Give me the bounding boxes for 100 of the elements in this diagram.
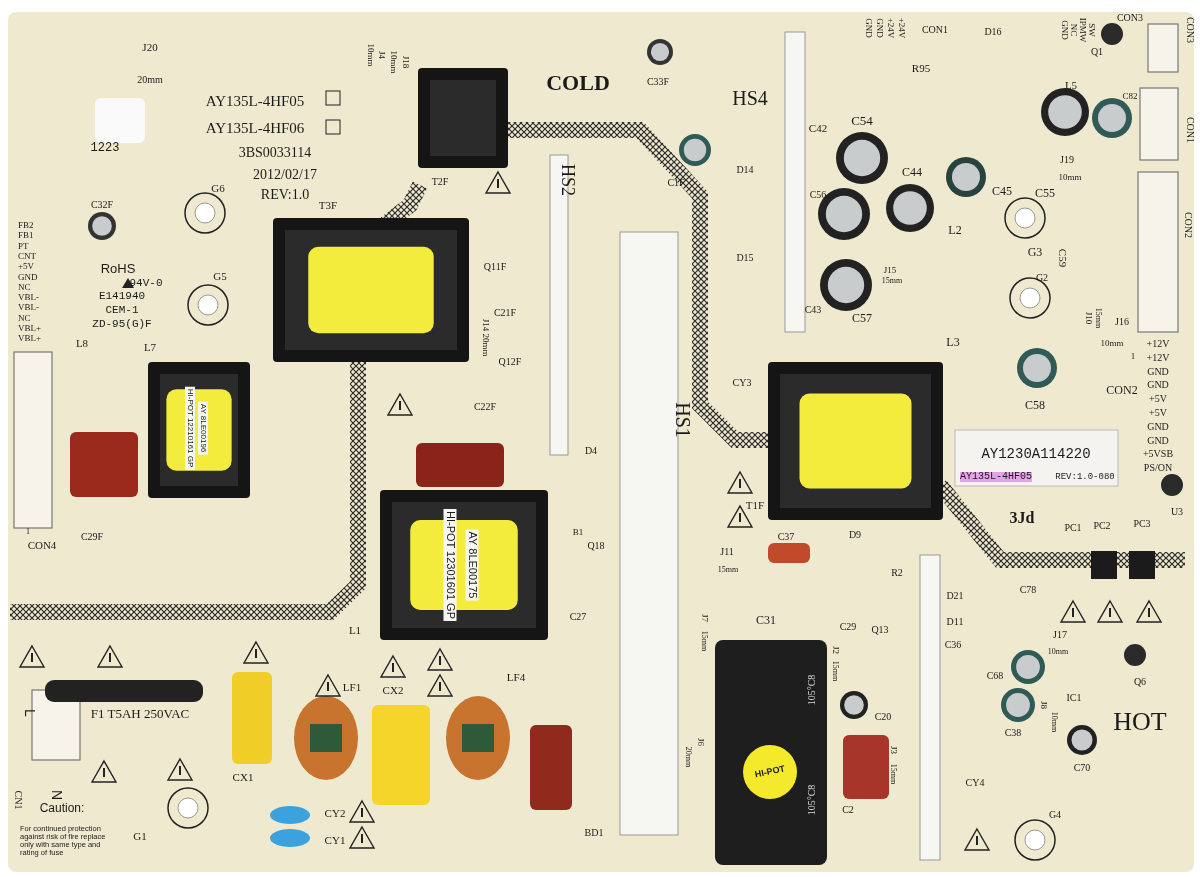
component-label: C33F bbox=[646, 77, 670, 87]
dimension-text: 10mm bbox=[1047, 648, 1069, 656]
pin-label: NC bbox=[1068, 23, 1078, 37]
zone-label: HOT bbox=[1113, 709, 1167, 735]
component-label: L5 bbox=[1064, 79, 1078, 91]
component-label: C59 bbox=[1056, 248, 1068, 268]
dimension-text: 15mm bbox=[717, 566, 739, 574]
part-label: AY 8LE00196 bbox=[198, 401, 208, 455]
component-label: G2 bbox=[1035, 273, 1049, 283]
pin-label: +12V bbox=[1146, 352, 1170, 363]
jumper-label: J8 bbox=[1038, 701, 1048, 709]
pin-number: 1 bbox=[1130, 351, 1136, 361]
jumper-label: J7 bbox=[699, 614, 709, 622]
sleeve-text: 105°C8 bbox=[807, 674, 817, 706]
component-label: C42 bbox=[808, 122, 828, 134]
component-label: B1 bbox=[572, 527, 584, 537]
pin-label: GND bbox=[1059, 20, 1069, 40]
caution-heading: Caution: bbox=[39, 802, 85, 814]
marking-text: E141940 bbox=[98, 290, 146, 302]
component-label: D9 bbox=[848, 530, 862, 540]
component-label: BD1 bbox=[584, 828, 604, 838]
pin-label: GND bbox=[1147, 366, 1169, 377]
component-label: C21F bbox=[493, 308, 517, 318]
component-label: T2F bbox=[431, 177, 449, 187]
date-text: 2012/02/17 bbox=[253, 168, 317, 182]
component-label: C32F bbox=[90, 200, 114, 210]
pin-label: VBL- bbox=[18, 293, 39, 303]
component-label: C22F bbox=[473, 402, 497, 412]
component-label: C56 bbox=[809, 190, 827, 200]
jumper-label: J11 bbox=[720, 547, 734, 557]
pin-label: GND bbox=[18, 272, 38, 282]
component-label: C2 bbox=[842, 805, 854, 815]
component-label: PC1 bbox=[1064, 523, 1082, 533]
dimension-text: 10mm bbox=[1050, 711, 1058, 733]
component-label: C43 bbox=[804, 305, 822, 315]
component-label: LF4 bbox=[506, 671, 526, 683]
marking-text: 94V-0 bbox=[129, 277, 163, 289]
connector-label: CON3 bbox=[1185, 16, 1194, 44]
component-label: L2 bbox=[948, 224, 962, 236]
component-label: D15 bbox=[736, 253, 754, 263]
component-label: C70 bbox=[1073, 763, 1091, 773]
terminal-label: N bbox=[50, 789, 64, 801]
fuse-rating: F1 T5AH 250VAC bbox=[90, 706, 190, 720]
pin-label: PS/ON bbox=[1143, 463, 1173, 474]
component-label: CY4 bbox=[965, 778, 985, 788]
pin-label: SW bbox=[1086, 23, 1096, 37]
marking-text: ZD-95(G)F bbox=[92, 318, 152, 330]
connector-label: CON2 bbox=[1106, 384, 1138, 396]
dimension-text: 15mm bbox=[881, 277, 903, 285]
pin-label: CNT bbox=[18, 251, 36, 261]
pin-label: GND bbox=[1147, 421, 1169, 432]
dimension-text: 20mm bbox=[684, 746, 692, 768]
jumper-label: J16 bbox=[1115, 317, 1129, 327]
component-label: C27 bbox=[569, 612, 587, 622]
component-label: G3 bbox=[1027, 246, 1043, 258]
component-label: D14 bbox=[736, 165, 754, 175]
pin-label: NC bbox=[18, 282, 31, 292]
pin-label: GND bbox=[1147, 435, 1169, 446]
marking-text: 1223 bbox=[90, 142, 120, 154]
pin-label: PT bbox=[18, 241, 29, 251]
component-label: C78 bbox=[1019, 585, 1037, 595]
pin-label: VBL+ bbox=[18, 324, 42, 333]
connector-label: CON1 bbox=[1185, 116, 1194, 144]
dimension-text: 10mm bbox=[388, 50, 398, 74]
pin-label: +5V bbox=[1149, 408, 1167, 418]
dimension-text: 15mm bbox=[889, 763, 897, 785]
connector-label: CON4 bbox=[27, 539, 57, 551]
component-label: D21 bbox=[946, 591, 964, 601]
component-label: Q1 bbox=[1090, 47, 1104, 57]
component-label: G5 bbox=[213, 270, 227, 282]
component-label: C20 bbox=[874, 712, 892, 722]
component-label: C37 bbox=[777, 532, 795, 542]
component-label: R95 bbox=[911, 62, 931, 74]
component-label: C29F bbox=[80, 532, 104, 542]
component-label: Q13 bbox=[871, 625, 889, 635]
pin-label: NC bbox=[18, 313, 31, 323]
component-label: D16 bbox=[984, 27, 1002, 37]
pin-label: +24V bbox=[896, 17, 906, 39]
heatsink-label: HS4 bbox=[732, 88, 768, 108]
part-label: HI-POT 12210161 GP bbox=[185, 386, 195, 470]
component-label: C54 bbox=[851, 113, 873, 127]
component-label: CX1 bbox=[232, 771, 254, 783]
component-label: L3 bbox=[946, 336, 960, 348]
component-label: T1F bbox=[745, 499, 765, 511]
component-label: CY1 bbox=[324, 834, 346, 846]
model-number: AY135L-4HF06 bbox=[205, 120, 305, 136]
component-label: C58 bbox=[1025, 399, 1045, 411]
jumper-label: J10 bbox=[1083, 311, 1093, 325]
component-label: G4 bbox=[1048, 810, 1062, 820]
component-label: L8 bbox=[75, 337, 89, 349]
pin-label: VBL+ bbox=[18, 334, 42, 344]
dimension-text: 15mm bbox=[831, 660, 839, 682]
connector-label: CON3 bbox=[1116, 13, 1144, 23]
heatsink-label: HS2 bbox=[559, 164, 577, 196]
component-label: R2 bbox=[891, 568, 903, 578]
connector-label: CON2 bbox=[1183, 211, 1193, 239]
dimension-text: 15mm bbox=[700, 630, 708, 652]
component-label: C29 bbox=[839, 622, 857, 632]
terminal-label: L bbox=[23, 709, 37, 717]
component-label: T3F bbox=[318, 199, 338, 211]
